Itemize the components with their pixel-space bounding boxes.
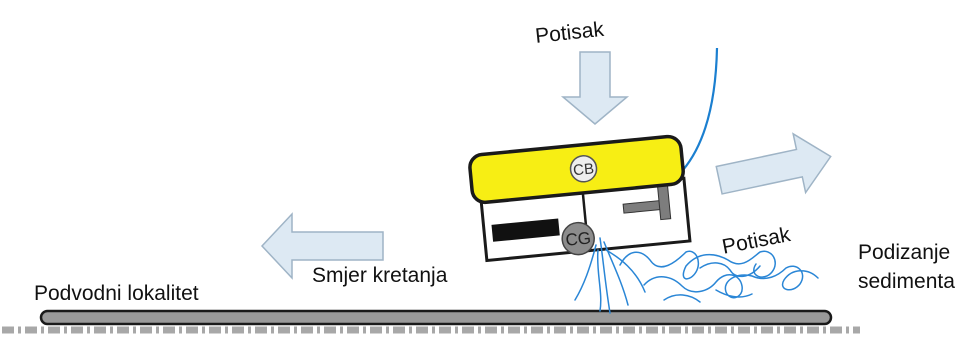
rov-vehicle: CB CG (468, 134, 692, 263)
center-of-gravity-marker: CG (561, 221, 595, 256)
sediment-plume (574, 237, 819, 314)
center-of-buoyancy-marker: CB (569, 155, 598, 183)
battery-block (491, 218, 560, 242)
thrust-down-arrow (560, 51, 630, 125)
seabed-bar (39, 309, 833, 326)
thrust-right-label: Potisak (720, 223, 792, 259)
sediment-label-line1: Podizanje (858, 241, 950, 264)
thrust-right-arrow (715, 132, 832, 195)
cb-label: CB (572, 160, 594, 179)
thrust-top-label: Potisak (534, 18, 605, 48)
sediment-label-line2: sedimenta (858, 270, 955, 293)
cg-label: CG (565, 228, 592, 249)
direction-label: Smjer kretanja (312, 264, 448, 287)
direction-arrow (260, 212, 384, 280)
site-label: Podvodni lokalitet (34, 282, 199, 305)
tether-cable (682, 47, 719, 171)
